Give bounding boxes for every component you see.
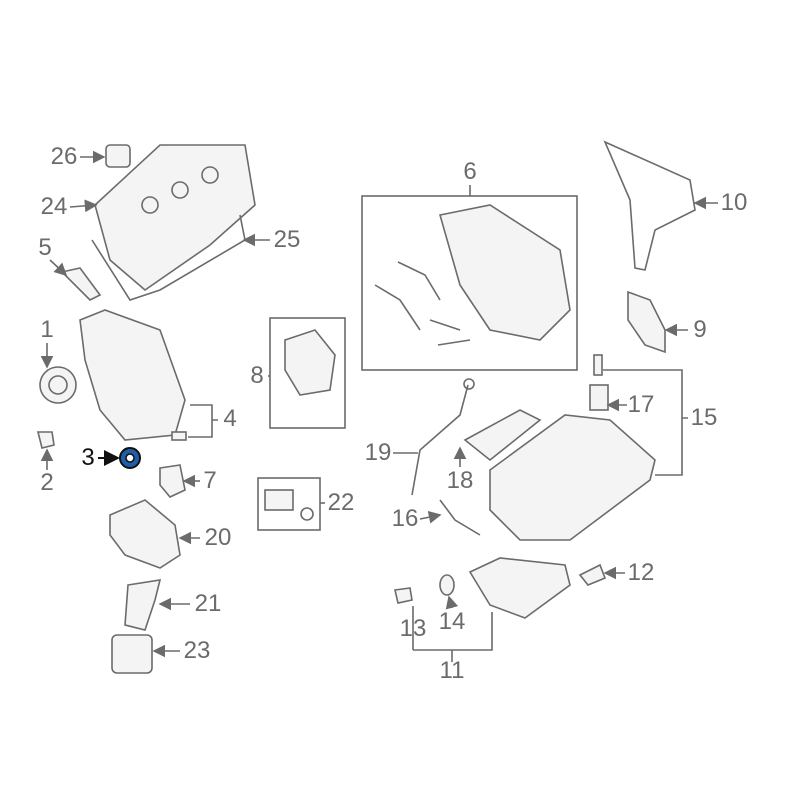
part-15-bolt[interactable] bbox=[593, 354, 603, 376]
callout-7[interactable]: 7 bbox=[203, 467, 217, 494]
callout-13[interactable]: 13 bbox=[399, 615, 427, 642]
part-9-chain-guide[interactable] bbox=[627, 290, 666, 354]
part-26-oil-cap[interactable] bbox=[105, 144, 131, 168]
callout-8[interactable]: 8 bbox=[250, 362, 264, 389]
part-16-tube[interactable] bbox=[439, 499, 481, 536]
callout-5[interactable]: 5 bbox=[38, 234, 52, 261]
part-1-pulley[interactable] bbox=[39, 366, 77, 404]
part-2-bolt[interactable] bbox=[36, 431, 55, 449]
callout-3-highlighted[interactable]: 3 bbox=[81, 444, 95, 471]
part-7-gasket[interactable] bbox=[159, 464, 186, 498]
part-23-oil-filter[interactable] bbox=[111, 634, 153, 674]
part-22-sensor[interactable] bbox=[264, 489, 294, 511]
part-15-upper-oil-pan[interactable] bbox=[489, 414, 656, 541]
part-14-washer[interactable] bbox=[439, 574, 455, 596]
part-19-dipstick[interactable] bbox=[411, 384, 469, 496]
part-4-timing-cover[interactable] bbox=[79, 309, 186, 441]
callout-26[interactable]: 26 bbox=[50, 143, 78, 170]
callout-18[interactable]: 18 bbox=[446, 467, 474, 494]
part-13-drain-plug[interactable] bbox=[394, 587, 413, 604]
part-21-strainer[interactable] bbox=[124, 579, 162, 631]
callout-19[interactable]: 19 bbox=[364, 439, 392, 466]
leader-lines bbox=[40, 150, 718, 662]
callout-16[interactable]: 16 bbox=[391, 505, 419, 532]
callout-11[interactable]: 11 bbox=[439, 657, 465, 684]
callout-22[interactable]: 22 bbox=[327, 489, 355, 516]
part-18-baffle[interactable] bbox=[463, 409, 542, 462]
part-25-gasket[interactable] bbox=[91, 214, 246, 301]
callout-6[interactable]: 6 bbox=[463, 158, 477, 185]
callout-4[interactable]: 4 bbox=[223, 405, 237, 432]
part-5-bracket[interactable] bbox=[60, 267, 102, 301]
callout-20[interactable]: 20 bbox=[204, 524, 232, 551]
part-10-timing-chain[interactable] bbox=[603, 140, 696, 271]
part-6-gasket-kit[interactable] bbox=[438, 204, 571, 341]
callout-2[interactable]: 2 bbox=[40, 469, 54, 496]
callout-24[interactable]: 24 bbox=[40, 193, 68, 220]
part-12-sensor[interactable] bbox=[578, 563, 607, 586]
part-8-water-pump[interactable] bbox=[284, 329, 336, 396]
group-box-22 bbox=[257, 477, 321, 531]
callout-23[interactable]: 23 bbox=[183, 637, 211, 664]
part-4-dowel[interactable] bbox=[171, 431, 187, 441]
callout-14[interactable]: 14 bbox=[438, 608, 466, 635]
callout-25[interactable]: 25 bbox=[273, 226, 301, 253]
callout-9[interactable]: 9 bbox=[693, 316, 707, 343]
part-17-bracket[interactable] bbox=[589, 384, 609, 411]
callout-21[interactable]: 21 bbox=[194, 590, 222, 617]
callout-17[interactable]: 17 bbox=[627, 391, 655, 418]
callout-15[interactable]: 15 bbox=[690, 404, 718, 431]
callout-1[interactable]: 1 bbox=[40, 316, 54, 343]
part-20-oil-pump[interactable] bbox=[109, 499, 181, 569]
group-box-8 bbox=[269, 317, 346, 429]
callout-10[interactable]: 10 bbox=[720, 189, 748, 216]
callout-12[interactable]: 12 bbox=[627, 559, 655, 586]
part-11-lower-oil-pan[interactable] bbox=[468, 557, 571, 619]
